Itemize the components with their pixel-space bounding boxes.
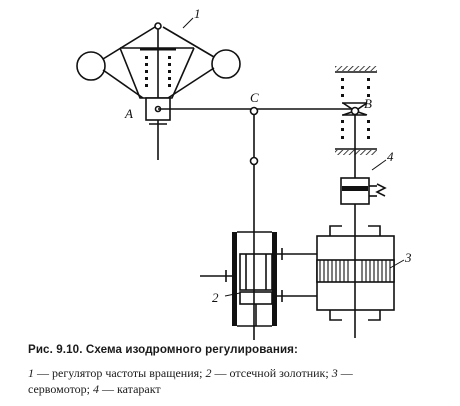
feedback-spring-unit [335, 66, 377, 190]
legend-text: сервомотор; [28, 382, 94, 396]
flyweight-left [76, 51, 106, 81]
label-point-b: B [364, 96, 372, 111]
legend-num: 1 [28, 366, 34, 380]
centrifugal-governor [76, 17, 241, 160]
figure-caption: Рис. 9.10. Схема изодромного регулирован… [28, 343, 456, 397]
legend-num: 4 [93, 382, 100, 396]
legend-num: 2 [205, 366, 212, 380]
joint-c [249, 106, 259, 116]
distribution-spool [200, 231, 277, 340]
label-cataract: 4 [387, 149, 394, 164]
servomotor [316, 225, 405, 338]
label-point-c: C [250, 90, 259, 105]
label-servomotor: 3 [404, 250, 412, 265]
legend-text: — катаракт [99, 382, 161, 396]
isodromic-regulation-scheme: 1 A C B 4 3 2 [76, 6, 412, 340]
flyweight-right [211, 49, 241, 79]
legend-num: 3 [331, 366, 338, 380]
legend-text: — регулятор частоты вращения; [34, 366, 206, 380]
cataract [340, 159, 387, 234]
label-point-a: A [124, 106, 133, 121]
label-spool: 2 [212, 290, 219, 305]
caption-title: Рис. 9.10. Схема изодромного регулирован… [28, 343, 299, 356]
legend-text: — [337, 366, 353, 380]
caption-legend: 1 — регулятор частоты вращения; 2 — отсе… [28, 365, 456, 397]
legend-text: — отсечной золотник; [211, 366, 332, 380]
label-governor: 1 [194, 6, 201, 21]
